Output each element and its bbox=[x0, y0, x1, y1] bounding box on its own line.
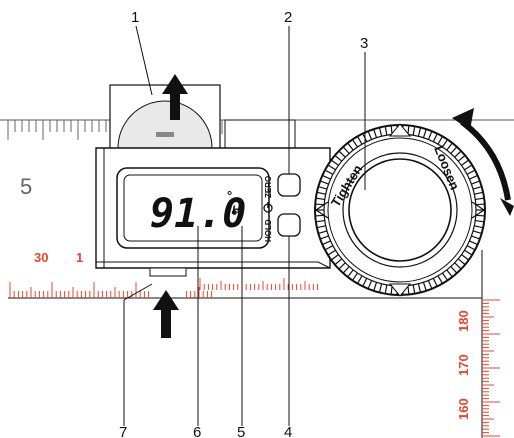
right-ruler-number-160: 160 bbox=[456, 398, 471, 420]
callout-1: 1 bbox=[131, 9, 139, 26]
level-vial-bubble bbox=[156, 132, 174, 137]
lcd-display: 91.0 ° H bbox=[116, 167, 270, 249]
callout-6: 6 bbox=[193, 424, 201, 438]
rotation-arrow bbox=[452, 108, 514, 216]
callout-2: 2 bbox=[284, 9, 292, 26]
zero-label: ZERO bbox=[264, 176, 273, 198]
bottom-ruler: 30 1 bbox=[8, 250, 355, 299]
bottom-ruler-number-1: 1 bbox=[76, 250, 83, 265]
lcd-degree-symbol: ° bbox=[227, 188, 232, 203]
hold-label: HOLD bbox=[264, 219, 273, 242]
callout-lines bbox=[123, 25, 366, 426]
callout-4: 4 bbox=[284, 424, 292, 438]
callout-3: 3 bbox=[360, 35, 368, 52]
lcd-unit: H bbox=[232, 204, 241, 216]
knob-ridges bbox=[315, 125, 485, 295]
up-arrow-top bbox=[162, 74, 188, 120]
top-ruler-number: 5 bbox=[20, 174, 32, 199]
bottom-ruler-number-30: 30 bbox=[34, 250, 48, 265]
power-icon bbox=[263, 202, 273, 213]
right-ruler-number-170: 170 bbox=[456, 354, 471, 376]
level-vial-housing bbox=[109, 84, 296, 151]
callout-7: 7 bbox=[119, 424, 127, 438]
zero-button[interactable] bbox=[277, 173, 301, 197]
bottom-ruler-ticks bbox=[9, 278, 319, 298]
hold-button[interactable] bbox=[277, 213, 301, 237]
right-ruler-ticks bbox=[482, 299, 500, 437]
right-ruler-number-180: 180 bbox=[456, 310, 471, 332]
button-labels: HOLD ZERO bbox=[263, 176, 273, 242]
locking-knob[interactable]: Tighten Loosen bbox=[314, 123, 486, 297]
right-ruler: 180 170 160 bbox=[322, 250, 500, 438]
up-arrow-bottom bbox=[153, 290, 179, 338]
callout-5: 5 bbox=[237, 424, 245, 438]
